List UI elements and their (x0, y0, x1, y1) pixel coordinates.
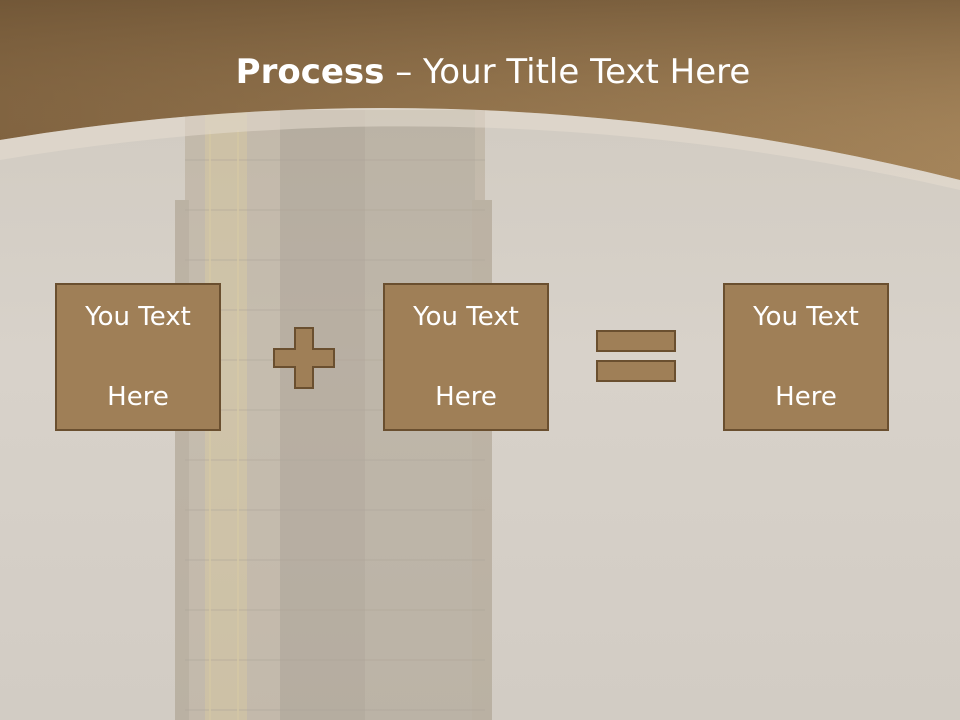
header-arc (0, 108, 960, 190)
slide-title: Process – Your Title Text Here (0, 52, 960, 92)
equals-icon (596, 330, 676, 382)
title-bold: Process (235, 52, 385, 92)
plus-icon (273, 327, 335, 389)
title-rest: Your Title Text Here (423, 52, 751, 92)
title-dash: – (384, 52, 424, 92)
